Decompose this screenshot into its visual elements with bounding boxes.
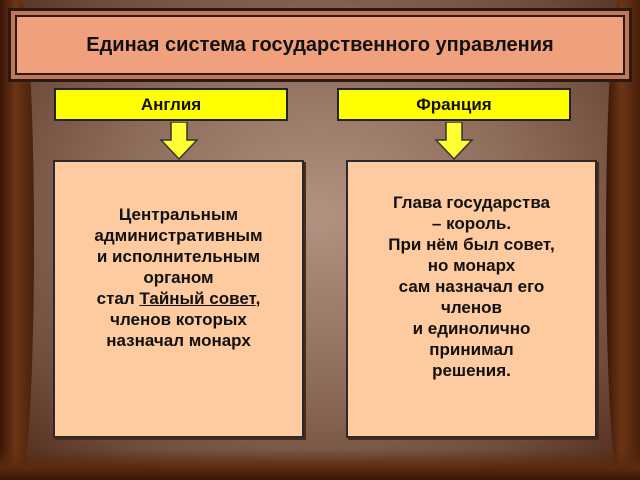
text-line: административным <box>94 225 263 245</box>
text-line: сам назначал его <box>398 276 545 296</box>
label-england-text: Англия <box>140 94 202 114</box>
text-line: органом <box>143 267 214 287</box>
page-title: Единая система государственного управлен… <box>86 33 554 56</box>
label-france-text: Франция <box>416 94 492 114</box>
label-england: Англия <box>54 88 288 121</box>
arrow-down-icon <box>434 122 474 160</box>
text-line: Центральным <box>118 204 239 224</box>
privy-council-term: Тайный совет <box>139 288 256 308</box>
england-description: Центральным административным и исполните… <box>53 160 304 438</box>
text-line: членов которых <box>110 309 247 329</box>
text-suffix: , <box>255 288 261 308</box>
text-line: принимал <box>429 339 514 359</box>
text-line: – король. <box>431 213 512 233</box>
france-description: Глава государства – король. При нём был … <box>346 160 597 438</box>
text-line: и исполнительным <box>96 246 261 266</box>
text-prefix: стал <box>96 288 140 308</box>
text-line: решения. <box>432 360 511 380</box>
text-line: стал Тайный совет, <box>94 288 262 309</box>
bottom-frame-edge <box>0 450 640 480</box>
text-line: назначал монарх <box>106 330 251 350</box>
arrow-down-icon <box>159 122 199 160</box>
title-box: Единая система государственного управлен… <box>8 8 632 82</box>
text-line: членов <box>440 297 502 317</box>
text-line: но монарх <box>427 255 516 275</box>
text-line: При нём был совет, <box>388 234 555 254</box>
text-line: Глава государства <box>392 192 551 212</box>
label-france: Франция <box>337 88 571 121</box>
text-line: и единолично <box>412 318 531 338</box>
